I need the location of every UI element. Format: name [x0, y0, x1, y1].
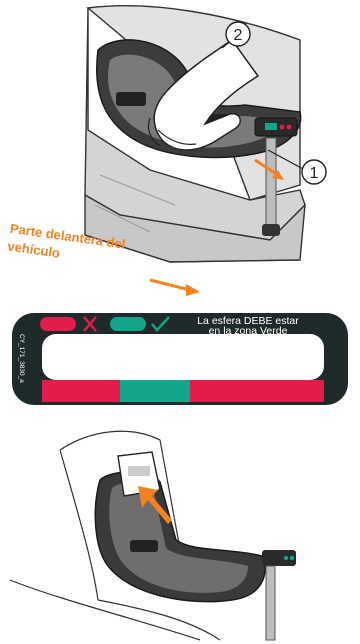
legend-red-pill — [40, 317, 76, 331]
base-inner — [108, 54, 285, 148]
support-leg-2 — [265, 565, 276, 641]
isofix-latch-left — [116, 92, 146, 106]
indicator-window — [42, 334, 324, 380]
indicator-zone-red-right — [190, 380, 324, 402]
press-arrow-icon — [254, 158, 279, 177]
figure-base-adjust — [9, 430, 296, 641]
vehicle-front-arrow-icon — [149, 278, 191, 292]
indicator-zone-red-left — [42, 380, 120, 402]
hand-pressing — [153, 38, 260, 151]
legend-green-pill — [110, 317, 146, 331]
indicator-side-code: CY_171_3830_a — [18, 334, 25, 383]
x-mark-icon — [83, 316, 97, 332]
isofix-latch-2 — [130, 540, 158, 552]
figure-install-base: 1 2 Parte delantera del vehículo — [7, 5, 327, 296]
car-seat-floor-line — [84, 234, 301, 263]
check-mark-icon — [151, 316, 170, 332]
seat-outline — [59, 430, 221, 641]
indicator-strip: La esfera DEBE estar en la zona Verde CY… — [12, 313, 348, 405]
indicator-zone-green — [120, 380, 190, 402]
indicator-instruction-line1: La esfera DEBE estar — [197, 315, 299, 327]
callout-2: 2 — [225, 21, 251, 47]
callout-2-label: 2 — [234, 27, 243, 44]
base-indicator-box-2 — [262, 550, 296, 566]
vehicle-front-label-2: vehículo — [7, 239, 61, 261]
push-arrow-icon — [138, 486, 172, 524]
indicator-instruction-line2: en la zona Verde — [209, 325, 288, 337]
callout-1-label: 1 — [310, 165, 319, 182]
callout-1: 1 — [301, 159, 327, 185]
